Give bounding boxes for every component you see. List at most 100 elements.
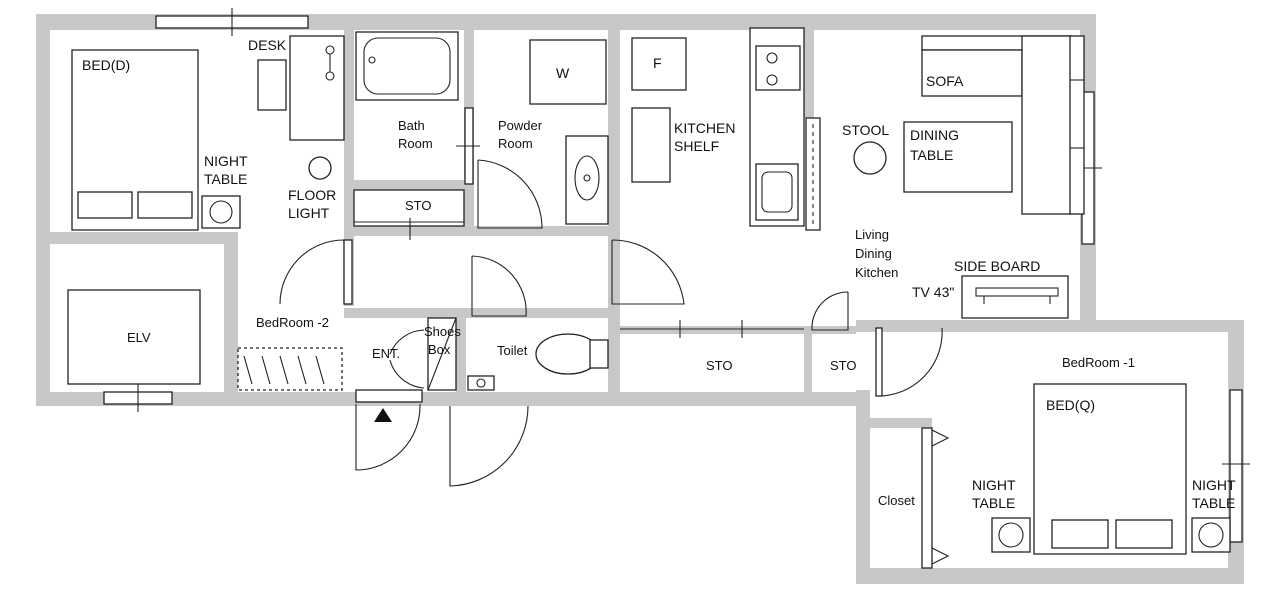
wall-sto-divider: [804, 326, 812, 392]
label-toilet: Toilet: [497, 343, 528, 358]
door-entrance-right: [449, 405, 529, 487]
wall-elv-right: [224, 232, 238, 392]
sofa-chaise: [1021, 35, 1073, 215]
wall-bedroom1-left: [856, 390, 870, 584]
label-stool: STOOL: [842, 122, 889, 138]
wall-powder-bottom: [344, 226, 620, 236]
fridge: [631, 37, 687, 91]
label-dining-2: TABLE: [910, 147, 953, 163]
wall-powder-right: [608, 14, 620, 392]
stove: [755, 45, 801, 91]
label-bed-q: BED(Q): [1046, 397, 1095, 413]
dining-table: [903, 121, 1013, 193]
wall-bottom-right: [856, 568, 1244, 584]
label-washer: W: [556, 65, 570, 81]
label-ldk-3: Kitchen: [855, 265, 898, 280]
label-ldk-2: Dining: [855, 246, 892, 261]
desk: [289, 35, 345, 141]
label-elv: ELV: [127, 330, 151, 345]
desk-chair: [257, 59, 287, 111]
side-board: [961, 275, 1069, 319]
label-shoes-1: Shoes: [424, 324, 461, 339]
label-sto-mid: STO: [706, 358, 733, 373]
label-night-table-left-1: NIGHT: [204, 153, 248, 169]
label-dining-1: DINING: [910, 127, 959, 143]
door-hall: [471, 255, 527, 317]
entrance-step: [355, 389, 423, 403]
wall-bottom-left: [36, 392, 870, 406]
wall-kitchen-ldk: [804, 14, 814, 118]
door-sto-small: [811, 291, 849, 331]
closet-rail: [921, 427, 933, 569]
wall-left: [36, 14, 50, 406]
room-labels: BED(D) DESK NIGHT TABLE FLOOR LIGHT Bath…: [82, 37, 1236, 511]
wall-bath-left: [344, 14, 354, 306]
toilet-tank: [589, 339, 609, 369]
label-powder-1: Powder: [498, 118, 543, 133]
label-sto-small: STO: [830, 358, 857, 373]
wall-toilet-top: [344, 308, 620, 318]
entrance-arrow: [374, 408, 392, 422]
sto-upper-shelf: [353, 189, 465, 227]
label-bath-2: Room: [398, 136, 433, 151]
wall-sto-top: [620, 326, 856, 334]
label-kitchen-shelf-1: KITCHEN: [674, 120, 735, 136]
window-bedroom1: [1229, 389, 1243, 543]
night-table-right: [1191, 517, 1231, 553]
floor-light: [308, 156, 332, 180]
label-bedroom2: BedRoom -2: [256, 315, 329, 330]
washer: [529, 39, 607, 105]
sink: [755, 163, 799, 221]
washbasin: [574, 155, 600, 201]
label-night-table-mid-1: NIGHT: [972, 477, 1016, 493]
door-powder: [477, 159, 543, 229]
door-ldk: [611, 239, 685, 305]
wall-bath-bottom: [354, 180, 464, 190]
label-night-table-left-2: TABLE: [204, 171, 247, 187]
windows: [103, 8, 1250, 543]
pillow-left: [77, 191, 133, 219]
toilet-sink: [467, 375, 495, 391]
wall-toilet-left: [456, 308, 466, 392]
label-night-table-right-2: TABLE: [1192, 495, 1235, 511]
sofa-seat: [921, 49, 1023, 97]
label-ent: ENT.: [372, 346, 400, 361]
label-kitchen-shelf-2: SHELF: [674, 138, 719, 154]
wall-elv-top: [36, 232, 236, 244]
door-bedroom-d: [279, 239, 345, 305]
pillow-q-right: [1115, 519, 1173, 549]
tv: [975, 287, 1059, 297]
sofa-arm: [1069, 35, 1085, 215]
label-floor-light-1: FLOOR: [288, 187, 336, 203]
floor-rack: [237, 347, 343, 391]
label-shoes-2: Box: [428, 342, 451, 357]
door-bedroom1: [877, 327, 943, 397]
label-night-table-mid-2: TABLE: [972, 495, 1015, 511]
label-bath-1: Bath: [398, 118, 425, 133]
label-sofa: SOFA: [926, 73, 964, 89]
pillow-q-left: [1051, 519, 1109, 549]
label-bedroom1: BedRoom -1: [1062, 355, 1135, 370]
label-desk: DESK: [248, 37, 287, 53]
wall-closet-top: [856, 418, 932, 428]
door-toilet-shoes: [389, 329, 425, 389]
label-sto-upper: STO: [405, 198, 432, 213]
doors: [279, 159, 943, 487]
label-closet: Closet: [878, 493, 915, 508]
label-fridge: F: [653, 55, 662, 71]
kitchen-shelf: [631, 107, 671, 183]
label-ldk-1: Living: [855, 227, 889, 242]
label-side-board: SIDE BOARD: [954, 258, 1040, 274]
night-table-mid: [991, 517, 1031, 553]
label-tv: TV 43": [912, 284, 954, 300]
label-night-table-right-1: NIGHT: [1192, 477, 1236, 493]
elevator: [67, 289, 201, 385]
label-floor-light-2: LIGHT: [288, 205, 330, 221]
wall-step: [856, 320, 1244, 332]
label-bed-d: BED(D): [82, 57, 130, 73]
washbasin-counter: [565, 135, 609, 225]
label-powder-2: Room: [498, 136, 533, 151]
bathtub: [355, 31, 459, 101]
stool: [853, 141, 887, 175]
